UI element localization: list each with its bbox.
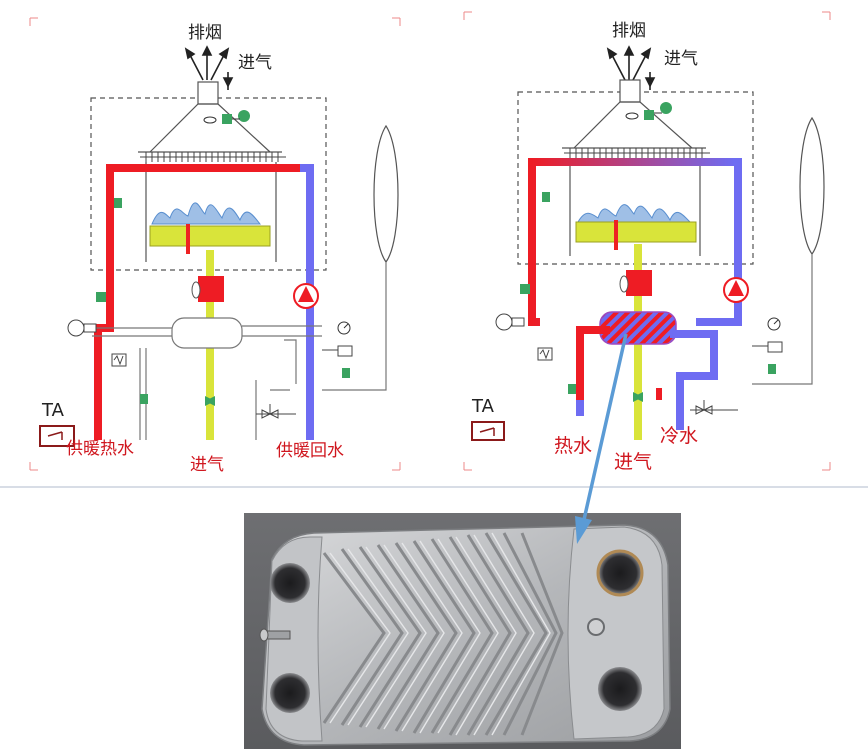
cold-water-label: 冷水 [660, 425, 698, 447]
flame-icon [577, 204, 692, 223]
port-bottom-right [598, 667, 642, 711]
gas-burner [575, 221, 697, 243]
domestic-cold-water-pipe [670, 330, 718, 430]
relief-valve-icon [322, 345, 353, 357]
gas-burner [149, 225, 271, 247]
heating-return-pipe [300, 164, 314, 440]
combustion-chamber [145, 162, 277, 262]
chevron-ridges [322, 532, 564, 736]
pump-arrow-icon [728, 280, 744, 296]
gas-valve-coil-icon [191, 281, 201, 299]
port-top-right [596, 549, 644, 597]
pump-arrow-icon [298, 286, 314, 302]
flue-hood [138, 81, 282, 153]
three-way-valve [67, 319, 97, 337]
gas-valve [198, 276, 224, 302]
flue-arrows [606, 45, 656, 90]
expansion-vessel-pipe [752, 254, 813, 385]
corner-marks [29, 17, 401, 471]
exhaust-label: 排烟 [188, 23, 222, 43]
ignition-electrode [614, 220, 618, 250]
heat-exchanger-fins [140, 152, 286, 162]
flue-arrows [184, 45, 234, 90]
flame-icon [151, 202, 262, 225]
expansion-vessel-pipe [322, 262, 387, 391]
three-way-valve [495, 313, 525, 331]
expansion-vessel [373, 124, 399, 264]
filling-valve-icon [256, 404, 296, 419]
plate-heat-exchanger [599, 311, 677, 345]
domestic-hot-water-pipe [576, 326, 610, 416]
flow-switch-icon [537, 347, 553, 361]
center-stud [587, 618, 605, 636]
intake-air-label: 进气 [664, 49, 698, 69]
combustion-chamber [569, 158, 701, 256]
room-thermostat-icon [471, 421, 505, 441]
gas-shutoff-valve-icon [205, 396, 215, 406]
chevron-ridge-highlights [329, 532, 551, 736]
temperature-sensors [96, 198, 350, 404]
relief-valve-icon [752, 341, 783, 353]
ignition-electrode [186, 224, 190, 254]
ta-label: TA [471, 396, 495, 417]
heating-return-label: 供暖回水 [276, 441, 344, 461]
heating-supply-label: 供暖热水 [66, 439, 134, 459]
port-top-left [270, 563, 310, 603]
corner-marks [463, 11, 831, 471]
intake-air-label: 进气 [238, 53, 272, 73]
gas-inlet-label: 进气 [190, 455, 224, 475]
gas-valve-coil-icon [619, 275, 629, 293]
panel-divider [0, 486, 868, 488]
plate-heat-exchanger-photo [244, 513, 681, 749]
filling-valve-icon [690, 400, 738, 415]
flue-hood [562, 79, 706, 149]
room-thermostat-icon [39, 425, 75, 447]
primary-return-pipe [696, 158, 742, 326]
primary-supply-pipe [528, 158, 734, 326]
flow-switch-icon [111, 353, 127, 367]
fan-icon [625, 102, 672, 120]
ta-label: TA [41, 400, 65, 421]
fan-icon [203, 110, 250, 124]
exhaust-label: 排烟 [612, 21, 646, 41]
mounting-stud [259, 628, 291, 642]
expansion-vessel [799, 116, 825, 256]
hot-water-label: 热水 [554, 435, 592, 457]
hot-water-mode-diagram: 排烟 进气 [463, 11, 831, 473]
gas-inlet-label: 进气 [614, 451, 652, 473]
heat-exchanger-fins [564, 148, 710, 158]
temperature-sensors [520, 192, 776, 394]
gas-valve [626, 270, 652, 296]
pressure-gauge-icon [337, 321, 351, 335]
safety-sensor-icon [656, 388, 662, 400]
heating-mode-diagram: 排烟 进气 [29, 17, 401, 475]
gas-shutoff-valve-icon [633, 392, 643, 402]
port-bottom-left [270, 673, 310, 713]
pressure-gauge-icon [767, 317, 781, 331]
